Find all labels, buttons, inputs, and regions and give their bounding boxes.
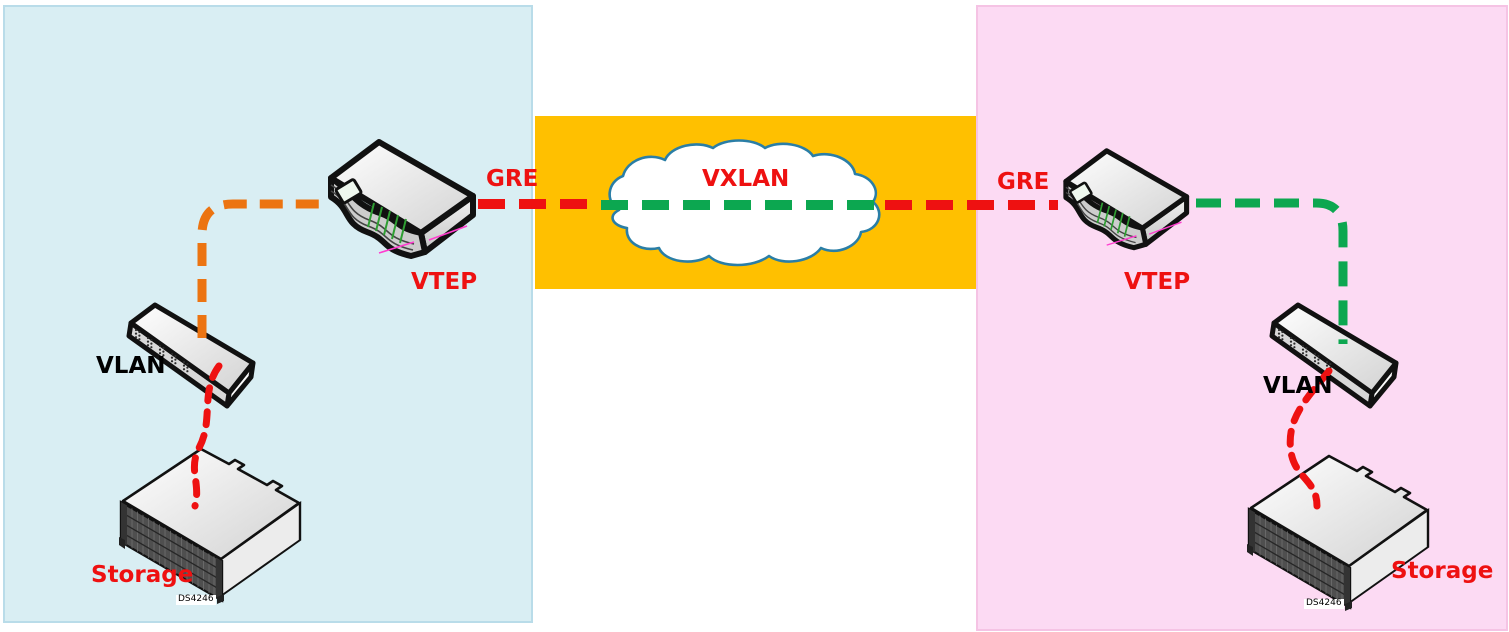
vtep-label-right: VTEP <box>1124 269 1191 295</box>
vxlan-label: VXLAN <box>702 166 790 192</box>
vlan-label-right: VLAN <box>1263 373 1333 399</box>
storage-link-left-line <box>190 362 223 510</box>
storage-label-right: Storage <box>1391 558 1494 584</box>
vlan-label-left: VLAN <box>96 353 166 379</box>
vlan-uplink-right-line <box>1196 198 1348 344</box>
storage-model-label-right: DS4246 <box>1304 598 1344 609</box>
storage-link-right-line <box>1286 367 1333 510</box>
storage-label-left: Storage <box>91 562 194 588</box>
storage-model-label-left: DS4246 <box>176 594 216 605</box>
router-icon <box>331 142 473 256</box>
storage-array-icon <box>1245 454 1430 613</box>
gre-label-left: GRE <box>486 166 539 192</box>
vtep-label-left: VTEP <box>411 269 478 295</box>
gre-label-right: GRE <box>997 169 1050 195</box>
router-icon <box>1066 151 1187 248</box>
vlan-uplink-left-line <box>197 199 328 338</box>
